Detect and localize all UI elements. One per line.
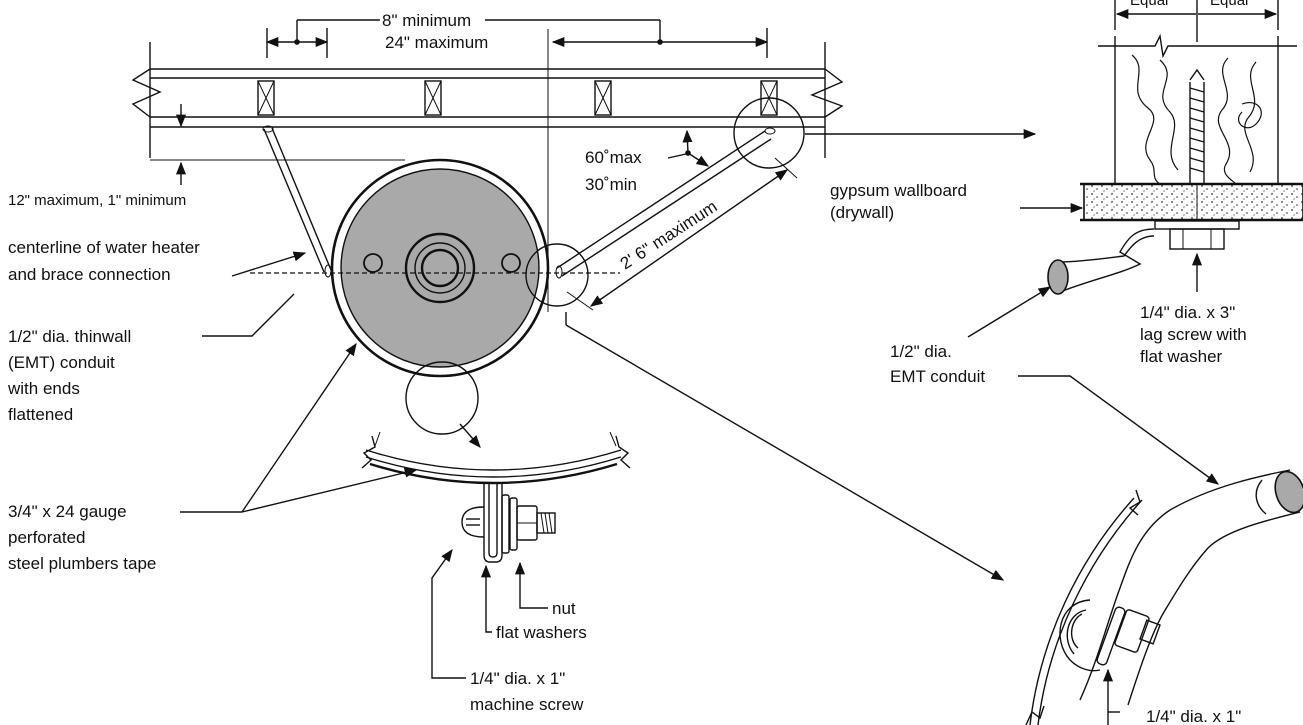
nut-callout: nut	[514, 561, 576, 618]
offset-label: 12" maximum, 1" minimum	[8, 192, 186, 209]
wall-detail: Equal Equal gypsum wallboard (drywall)	[830, 0, 1303, 295]
angle-max-label: 60˚max	[585, 148, 642, 167]
stud	[424, 80, 442, 116]
offset-dimension: 12" maximum, 1" minimum	[8, 104, 405, 209]
centerline-label-2: and brace connection	[8, 265, 171, 284]
tape-label-3: steel plumbers tape	[8, 554, 156, 573]
detail-circle-wall	[733, 97, 805, 169]
tape-callout: 3/4" x 24 gauge perforated steel plumber…	[8, 342, 418, 573]
conduit-label-2: (EMT) conduit	[8, 353, 115, 372]
water-heater	[330, 158, 550, 378]
tape-label-1: 3/4" x 24 gauge	[8, 502, 127, 521]
machine-screw-label-1: 1/4" dia. x 1"	[470, 669, 565, 688]
emt-label-2: EMT conduit	[890, 367, 985, 386]
washers-callout: flat washers	[480, 564, 587, 642]
conduit-label-4: flattened	[8, 405, 73, 424]
lag-screw-callout: 1/4" dia. x 3" lag screw with flat washe…	[1140, 252, 1247, 366]
equal-right-label: Equal	[1210, 0, 1248, 9]
emt-callout: 1/2" dia. EMT conduit	[890, 286, 1220, 485]
max-spacing-label: 24" maximum	[385, 33, 488, 52]
conduit-label-1: 1/2" dia. thinwall	[8, 327, 131, 346]
gypsum-label-1: gypsum wallboard	[830, 181, 967, 200]
tape-connection-detail	[361, 431, 631, 563]
left-brace	[262, 125, 332, 278]
stud-spacing-dimension: 8" minimum 24" maximum	[265, 11, 769, 58]
stud	[257, 80, 275, 116]
brace-length-label: 2' 6" maximum	[617, 197, 721, 274]
machine-screw-bottom-label: 1/4" dia. x 1"	[1146, 707, 1241, 725]
lag-screw-label-2: lag screw with	[1140, 325, 1247, 344]
emt-label-1: 1/2" dia.	[890, 342, 952, 361]
gypsum-label-2: (drywall)	[830, 203, 894, 222]
machine-screw-callout: 1/4" dia. x 1" machine screw	[431, 548, 584, 714]
lag-screw-label-3: flat washer	[1140, 347, 1223, 366]
wall-section	[131, 42, 844, 158]
nut-label: nut	[552, 599, 576, 618]
min-spacing-label: 8" minimum	[382, 11, 471, 30]
angle-dimension: 60˚max 30˚min	[585, 129, 710, 194]
conduit-callout: 1/2" dia. thinwall (EMT) conduit with en…	[7, 293, 295, 424]
stud	[594, 80, 612, 116]
conduit-label-3: with ends	[7, 379, 80, 398]
tape-label-2: perforated	[8, 528, 86, 547]
lag-screw-label-1: 1/4" dia. x 3"	[1140, 303, 1235, 322]
machine-screw-label-2: machine screw	[470, 695, 584, 714]
washers-label: flat washers	[496, 623, 587, 642]
detail-circle-tape	[405, 361, 479, 435]
heater-joint-detail: 1/4" dia. x 1"	[1025, 469, 1303, 725]
centerline-label-1: centerline of water heater	[8, 238, 200, 257]
centerline-callout: centerline of water heater and brace con…	[8, 238, 307, 284]
detail-circle-heater-joint	[525, 243, 589, 307]
angle-min-label: 30˚min	[585, 175, 637, 194]
equal-left-label: Equal	[1130, 0, 1168, 9]
